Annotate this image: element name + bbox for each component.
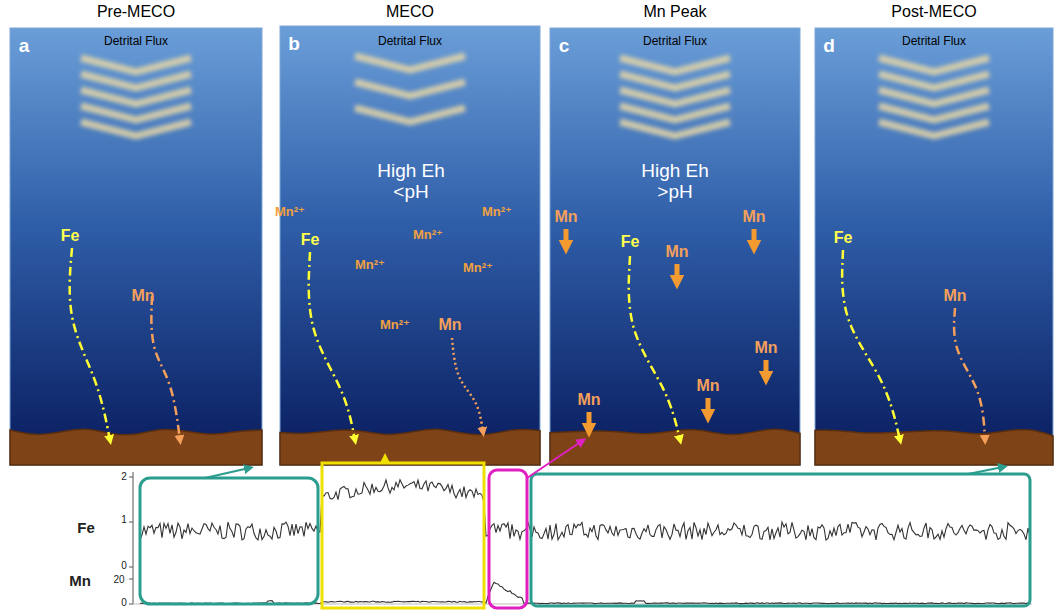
detrital-chevrons [879, 58, 989, 136]
water-column [550, 28, 800, 465]
ocean-panel [10, 28, 262, 465]
panel-box: Pre-MECODetrital FluxaFeMn [10, 28, 262, 465]
tick-label: 1 [121, 515, 127, 525]
panel-text: Mn [742, 208, 765, 226]
panel-box: Post-MECODetrital FluxdFeMn [815, 28, 1053, 465]
panel-box: Mn PeakDetrital FluxcHigh Eh >pHMnMnFeMn… [550, 28, 800, 465]
panel-text: Mn [131, 287, 154, 305]
panel-text: Mn [438, 316, 461, 334]
axis-title: Mn [69, 573, 91, 588]
panel-text: Mn [696, 377, 719, 395]
ocean-panel [280, 26, 540, 465]
sediment [550, 429, 800, 465]
water-column [280, 26, 540, 465]
settling-path [70, 248, 110, 440]
tick-label: 0 [121, 561, 127, 571]
panel-text: Detrital Flux [902, 35, 966, 48]
detrital-chevrons [81, 58, 191, 136]
panel-title: Post-MECO [891, 3, 976, 21]
tick-label: 20 [113, 575, 124, 585]
settling-path [151, 296, 180, 440]
panel-text: Detrital Flux [104, 35, 168, 48]
ocean-panel [815, 28, 1053, 465]
panel-text: Fe [301, 231, 320, 249]
settling-path [842, 250, 900, 440]
panel-text: Fe [834, 229, 853, 247]
panel-text: Mn²⁺ [413, 228, 443, 242]
sediment [280, 429, 540, 465]
axis-title: Fe [77, 520, 95, 535]
panel-title: Pre-MECO [97, 3, 175, 21]
mn-settling-arrow [752, 229, 757, 247]
tick-label: 2 [121, 472, 127, 482]
magenta-highlight [489, 470, 527, 608]
panel-box: MECODetrital FluxbHigh Eh <pHMn²⁺Mn²⁺Mn²… [280, 26, 540, 465]
panel-text: Mn [754, 339, 777, 357]
panel-text: Mn²⁺ [463, 261, 493, 275]
leader-arrow [205, 468, 249, 478]
panel-text: Fe [61, 227, 80, 245]
panel-text: Mn [577, 391, 600, 409]
sediment [10, 429, 262, 465]
mn-settling-arrow [587, 412, 592, 430]
panel-text: Detrital Flux [643, 35, 707, 48]
settling-path [629, 256, 680, 440]
panel-text: b [288, 34, 300, 55]
geochem-chart [129, 441, 1032, 608]
panel-text: Mn²⁺ [482, 205, 512, 219]
panel-text: Mn²⁺ [355, 258, 385, 272]
teal-highlight [140, 478, 318, 604]
leader-arrow [384, 458, 386, 462]
mn-settling-arrow [706, 398, 711, 416]
yellow-highlight [322, 463, 484, 608]
panel-text: High Eh >pH [635, 161, 715, 203]
panel-text: Fe [621, 233, 640, 251]
panel-text: c [559, 36, 570, 57]
panel-text: Detrital Flux [378, 35, 442, 48]
settling-path [954, 308, 985, 440]
panel-text: a [19, 36, 30, 57]
panel-text: Mn [943, 287, 966, 305]
leader-arrow [968, 467, 1003, 474]
ocean-panel [550, 28, 800, 465]
tick-label: 0 [121, 598, 127, 608]
panel-text: Mn²⁺ [380, 318, 410, 332]
mn-settling-arrow [764, 360, 769, 378]
leader-arrow [527, 441, 582, 478]
panel-text: High Eh <pH [371, 161, 451, 203]
panel-text: d [823, 36, 835, 57]
settling-path [452, 338, 483, 432]
water-column [815, 28, 1053, 465]
teal-highlight [531, 474, 1030, 606]
mn-settling-arrow [675, 264, 680, 282]
panel-title: MECO [386, 3, 434, 21]
mn-settling-arrow [564, 229, 569, 247]
detrital-chevrons [355, 56, 465, 122]
water-column [10, 28, 262, 465]
sediment [815, 430, 1053, 465]
panel-text: Mn²⁺ [275, 205, 305, 219]
settling-path [309, 252, 355, 440]
panel-text: Mn [554, 208, 577, 226]
panel-text: Mn [665, 243, 688, 261]
detrital-chevrons [620, 58, 730, 136]
panel-title: Mn Peak [643, 3, 706, 21]
